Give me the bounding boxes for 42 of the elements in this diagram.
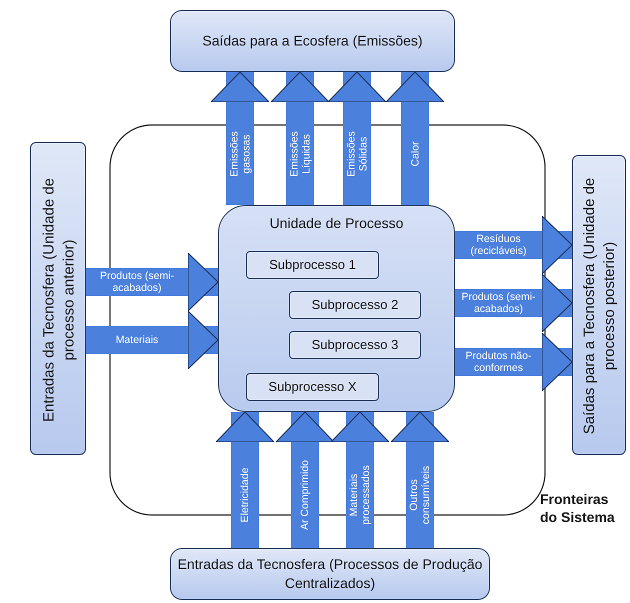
edge-label: Eletricidade [239,468,251,522]
edge-label: Calor [409,140,421,166]
subprocess-box [289,331,421,359]
edge-label: Outros consumíveis [408,464,432,526]
box-title: Subprocesso 2 [310,296,400,314]
box-title: Saídas para a Ecosfera (Emissões) [201,32,424,50]
process-title: Unidade de Processo [268,214,404,233]
edge-label: Produtos não-conformes [464,350,532,374]
box-title: Subprocesso 1 [268,256,357,274]
subprocess-box [246,373,379,401]
block-arrow [216,412,274,548]
block-arrow [455,216,572,274]
block-arrow [210,72,270,205]
block-arrow [330,412,390,548]
edge-label: Materiais [116,334,158,346]
edge-label: Produtos (semi-acabados) [460,291,537,315]
flow-box [170,10,455,72]
subprocess-box [289,291,421,319]
box-title: Subprocesso X [267,378,358,396]
flow-box [170,548,490,600]
edge-label: Resíduos (recicláveis) [469,233,528,257]
edge-label: Emissões gasosas [228,130,252,178]
box-title: Subprocesso 3 [310,336,400,354]
boundary-label: Fronteiras do Sistema [540,490,616,526]
block-arrow [386,72,444,205]
flow-box [572,155,626,455]
edge-label: Emissões Sólidas [345,130,369,178]
block-arrow [86,310,218,370]
block-arrow [86,252,218,312]
vertical-box-title: Saídas para a Tecnosfera (Unidade de processo posterior) [580,176,619,436]
process-unit-box [218,205,455,412]
vertical-box-title: Entradas da Tecnosfera (Unidade de processo anterior) [39,176,78,424]
block-arrow [390,412,450,548]
edge-label: Ar Comprimido [299,460,311,530]
flow-box [30,142,86,455]
box-title: Entradas da Tecnosfera (Processos de Produção Centralizados) [177,555,483,593]
block-arrow [455,332,572,392]
subprocess-box [246,251,379,279]
block-arrow [276,412,334,548]
edge-label: Materiais processados [348,464,372,527]
edge-label: Produtos (semi-acabados) [98,270,176,294]
edge-label: Emissões Líquidas [288,130,312,178]
